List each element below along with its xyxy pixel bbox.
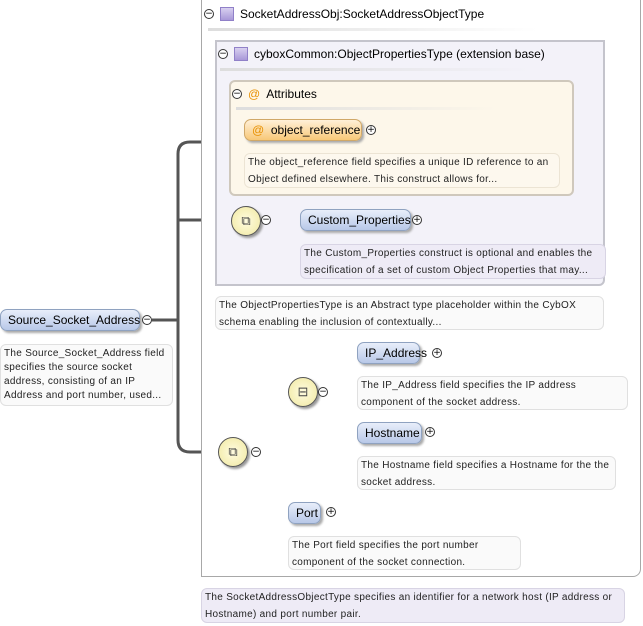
object-reference-node[interactable]: @ object_reference (244, 119, 362, 141)
expand-icon[interactable]: + (326, 507, 336, 517)
socket-type-header: − SocketAddressObj:SocketAddressObjectTy… (204, 7, 484, 21)
object-reference-label: object_reference (270, 123, 361, 137)
collapse-icon[interactable]: − (232, 89, 242, 99)
attributes-label: Attributes (266, 87, 317, 101)
collapse-icon[interactable]: − (204, 9, 214, 19)
collapse-icon[interactable]: − (261, 215, 271, 225)
complex-type-icon (220, 7, 234, 21)
hostname-node[interactable]: Hostname (357, 422, 422, 444)
divider (236, 107, 496, 110)
hostname-description: The Hostname field specifies a Hostname … (357, 456, 616, 490)
custom-properties-node[interactable]: Custom_Properties (300, 209, 411, 231)
port-node[interactable]: Port (288, 502, 321, 524)
ip-address-description: The IP_Address field specifies the IP ad… (357, 376, 628, 410)
expand-icon[interactable]: + (412, 215, 422, 225)
base-type-label: cyboxCommon:ObjectPropertiesType (extens… (254, 47, 545, 61)
base-type-description: The ObjectPropertiesType is an Abstract … (215, 296, 604, 330)
collapse-icon[interactable]: − (251, 447, 261, 457)
divider (220, 68, 530, 71)
attributes-header: − @ Attributes (232, 87, 317, 101)
attribute-icon: @ (252, 123, 265, 137)
collapse-icon[interactable]: − (218, 49, 228, 59)
choice-icon: ⊟ (288, 377, 318, 407)
sequence-icon: ⧉ (231, 206, 261, 236)
source-socket-address-node[interactable]: Source_Socket_Address (0, 309, 140, 331)
ip-address-node[interactable]: IP_Address (357, 342, 427, 364)
socket-type-description: The SocketAddressObjectType specifies an… (201, 588, 625, 623)
source-socket-address-description: The Source_Socket_Address field specifie… (0, 344, 173, 406)
custom-properties-description: The Custom_Properties construct is optio… (300, 244, 606, 279)
divider (208, 28, 538, 31)
attribute-icon: @ (248, 87, 261, 101)
expand-icon[interactable]: + (366, 125, 376, 135)
port-description: The Port field specifies the port number… (288, 536, 521, 570)
socket-type-label: SocketAddressObj:SocketAddressObjectType (240, 7, 485, 21)
object-reference-description: The object_reference field specifies a u… (244, 153, 560, 188)
collapse-icon[interactable]: − (142, 315, 152, 325)
complex-type-icon (234, 47, 248, 61)
expand-icon[interactable]: + (425, 427, 435, 437)
expand-icon[interactable]: + (432, 348, 442, 358)
sequence-icon: ⧉ (218, 437, 248, 467)
base-type-header: − cyboxCommon:ObjectPropertiesType (exte… (218, 47, 545, 61)
collapse-icon[interactable]: − (318, 387, 328, 397)
